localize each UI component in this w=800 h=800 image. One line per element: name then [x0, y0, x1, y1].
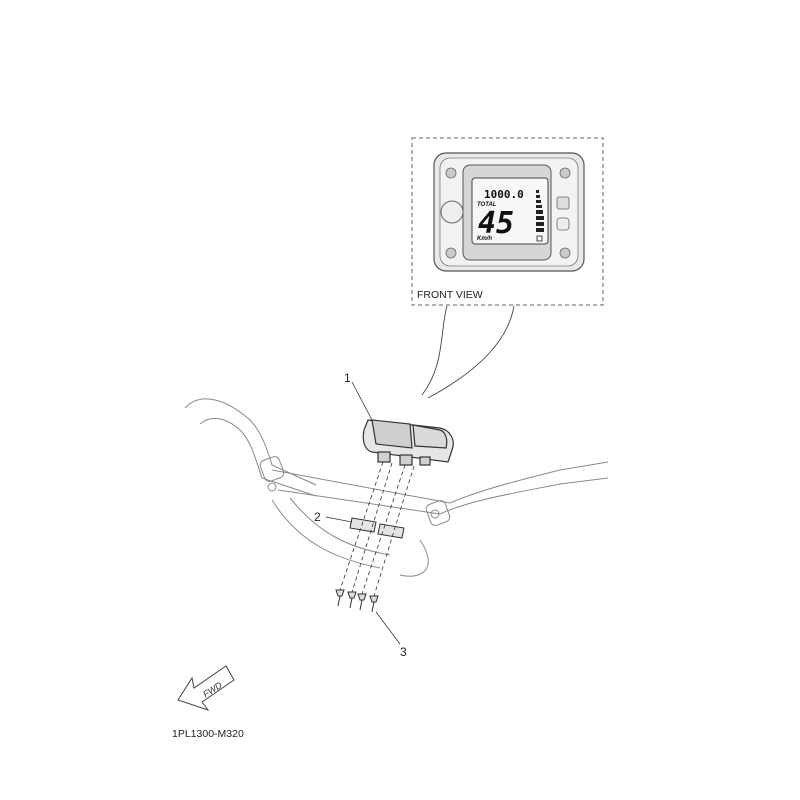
- callout-3: 3: [375, 611, 407, 659]
- screws: [335, 589, 379, 613]
- front-view-inset: 1000.0 TOTAL 45 Km/h FRONT VIEW: [411, 137, 604, 306]
- callout-3-label: 3: [400, 645, 407, 659]
- fuel-icon: [536, 235, 543, 242]
- front-view-frame: [411, 137, 604, 306]
- callout-2-label: 2: [314, 510, 321, 524]
- callout-2: 2: [314, 510, 353, 524]
- high-beam-indicator-icon: [559, 167, 571, 179]
- assembly-lines: [339, 461, 415, 597]
- front-view-label: FRONT VIEW: [417, 289, 483, 301]
- diagram-code: 1PL1300-M320: [172, 728, 244, 740]
- fuel-warning-icon: [556, 196, 570, 210]
- meter-speed: 45: [478, 206, 514, 241]
- meter-lcd: [471, 177, 549, 245]
- meter-total-label: TOTAL: [477, 202, 497, 208]
- oil-indicator-icon: [559, 247, 571, 259]
- mode-button-icon: [440, 200, 464, 224]
- coolant-indicator-icon: [445, 247, 457, 259]
- meter-odometer: 1000.0: [484, 188, 524, 201]
- fuel-gauge-segments: [536, 190, 544, 232]
- callout-leader-left: [421, 305, 448, 396]
- headlight-indicator-icon: [445, 167, 457, 179]
- meter-unit: Km/h: [477, 236, 492, 242]
- handlebar: [184, 398, 609, 577]
- meter-assembly: [362, 419, 454, 466]
- reset-button-icon: [556, 217, 570, 231]
- callout-1-label: 1: [344, 371, 351, 385]
- fwd-arrow-icon: FWD: [177, 665, 235, 711]
- callout-leader-right: [427, 305, 515, 399]
- callout-1: 1: [344, 371, 373, 421]
